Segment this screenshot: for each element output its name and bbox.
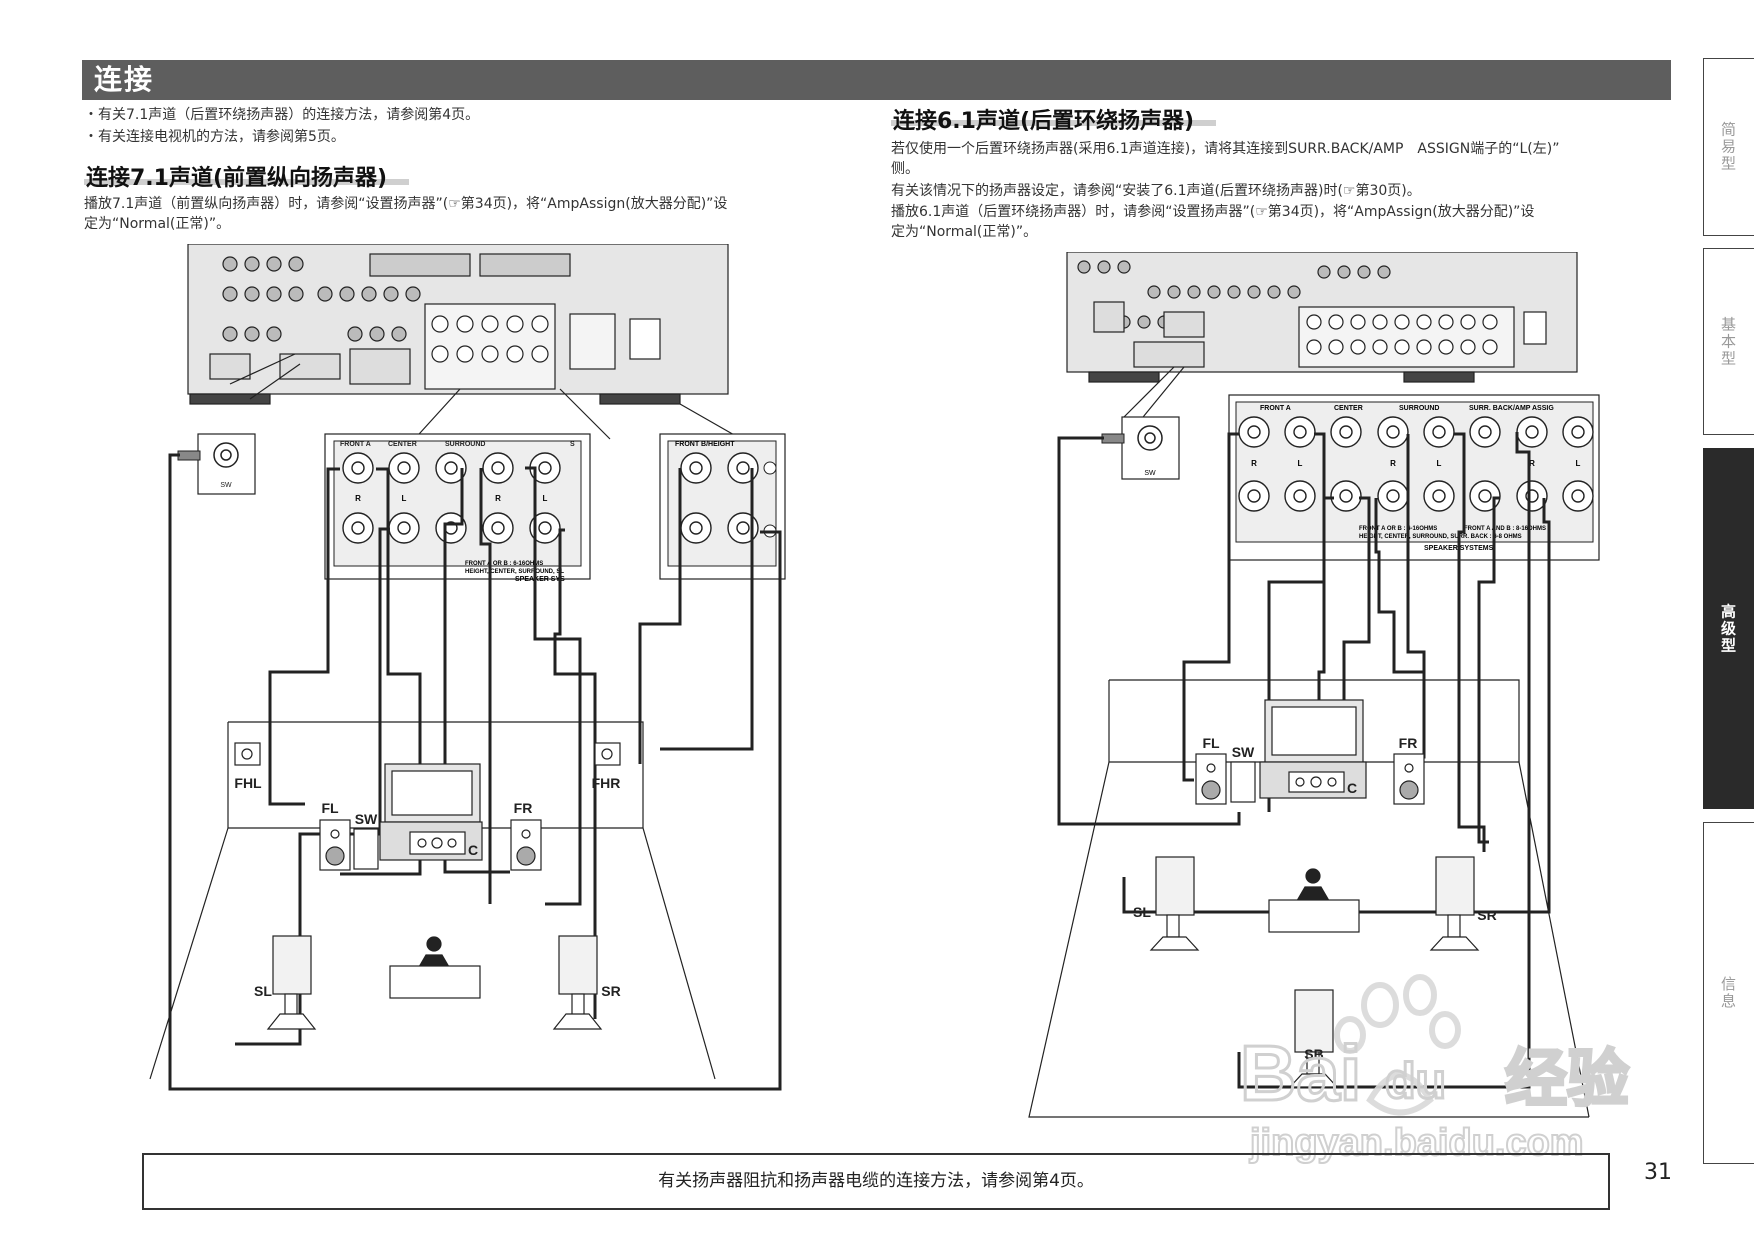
side-tab-simple[interactable]: 简易型 [1703,58,1754,236]
speaker-label-fhr: FHR [592,775,621,791]
watermark-url: jingyan.baidu.com [1249,1122,1584,1164]
page-number: 31 [1644,1160,1672,1185]
speaker-label-sl: SL [254,983,272,999]
side-tab-info[interactable]: 信息 [1703,822,1754,1164]
r-speaker-label-fl: FL [1202,735,1220,751]
right-terminal-panel: FRONT A CENTER SURROUND SURR. BACK/AMP A… [1228,394,1600,561]
left-label-surround: SURROUND [445,441,485,448]
left-sw-jack-inset: SW [177,433,256,495]
r-speaker-label-sl: SL [1133,904,1151,920]
right-label-center: CENTER [1334,405,1363,412]
left-speaker-labels: FHL FHR FL SW FR C SL SR [234,775,620,999]
left-rl-3: R [495,494,501,503]
r-speaker-label-sw: SW [1232,744,1255,760]
side-tab-label: 高级型 [1719,603,1737,654]
left-label-fronta: FRONT A [340,441,371,448]
r-speaker-label-c: C [1347,780,1357,796]
right-rl-2: L [1298,459,1303,468]
left-height-terminal-panel: FRONT B/HEIGHT [659,433,786,580]
speaker-label-fl: FL [321,800,339,816]
right-receiver-foot [1088,371,1160,383]
speaker-label-sr: SR [601,983,620,999]
left-room-outline [149,721,716,1080]
page-title: 连接 [94,63,155,96]
intro-note-2: ・有关连接电视机的方法，请参阅第5页。 [84,129,345,145]
right-spec-1b: FRONT A AND B : 8-16OHMS [1464,526,1546,532]
side-tab-label: 基本型 [1719,316,1737,367]
right-room-furniture [1149,699,1480,1088]
side-tab-label: 简易型 [1719,121,1737,173]
right-label-surrback: SURR. BACK/AMP ASSIG [1469,405,1554,412]
baidu-watermark: Bai du 经验 jingyan.baidu.com [1239,974,1631,1165]
left-heading: 连接7.1声道(前置纵向扬声器) [86,166,388,191]
side-tab-label: 信息 [1719,976,1737,1010]
r-speaker-label-fr: FR [1399,735,1418,751]
left-rl-2: L [402,494,407,503]
right-receiver-foot-2 [1403,371,1475,383]
speaker-label-sw: SW [355,811,378,827]
right-rl-1: R [1251,459,1257,468]
side-tab-advanced[interactable]: 高级型 [1703,448,1754,809]
left-heading-underline [84,179,409,185]
r-speaker-label-sr: SR [1477,907,1496,923]
right-body-1: 若仅使用一个后置环绕扬声器(采用6.1声道连接)，请将其连接到SURR.BACK… [891,141,1560,157]
right-heading: 连接6.1声道(后置环绕扬声器) [893,109,1195,134]
right-sw-jack-inset: SW [1101,416,1180,480]
right-speaker-labels: FL SW FR C SL SR SB [1133,735,1497,1062]
left-label-center: CENTER [388,441,417,448]
right-rl-6: L [1576,459,1581,468]
right-label-fronta: FRONT A [1260,405,1291,412]
footer-note-text: 有关扬声器阻抗和扬声器电缆的连接方法，请参阅第4页。 [658,1171,1094,1191]
left-label-frontb: FRONT B/HEIGHT [675,441,735,448]
left-spec-3: SPEAKER SYS [515,576,565,583]
intro-note-1: ・有关7.1声道（后置环绕扬声器）的连接方法，请参阅第4页。 [84,107,480,123]
watermark-brand: Bai [1240,1029,1361,1117]
right-body-2: 侧。 [891,161,919,177]
left-sw-jack-label: SW [220,482,232,489]
right-rl-5: R [1529,459,1535,468]
watermark-jingyan: 经验 [1505,1045,1629,1114]
speaker-label-fr: FR [514,800,533,816]
right-rl-4: L [1437,459,1442,468]
left-rl-1: R [355,494,361,503]
left-body-1: 播放7.1声道（前置纵向扬声器）时，请参阅“设置扬声器”(☞第34页)，将“Am… [84,196,728,212]
right-label-surround: SURROUND [1399,405,1439,412]
footer-note-box [142,1153,1610,1210]
r-speaker-label-sb: SB [1304,1046,1323,1062]
left-rl-4: L [543,494,548,503]
speaker-label-fhl: FHL [234,775,262,791]
left-body-2: 定为“Normal(正常)”。 [84,216,231,232]
right-heading-underline [891,120,1216,126]
left-terminal-panel: FRONT A CENTER SURROUND S R L R L FRONT … [324,433,591,583]
header-banner [82,60,1671,100]
right-sw-jack-label: SW [1144,470,1156,477]
left-spec-2: HEIGHT, CENTER, SURROUND, SL [465,569,564,575]
left-label-s: S [570,441,575,448]
left-room-furniture [234,742,621,1030]
left-wiring-diagram: SW FRONT A CENTER SURROUND S R L R L FRO… [149,244,786,1091]
right-body-3: 有关该情况下的扬声器设定，请参阅“安装了6.1声道(后置环绕扬声器)时(☞第30… [891,183,1421,199]
speaker-label-c: C [468,842,478,858]
left-spec-1: FRONT A OR B : 6-16OHMS [465,561,543,567]
right-spec-1: FRONT A OR B : 6-16OHMS [1359,526,1437,532]
right-body-5: 定为“Normal(正常)”。 [891,224,1038,240]
right-speaker-cables [1057,432,1551,1089]
watermark-du: du [1385,1053,1446,1109]
left-receiver-foot-2 [599,393,681,405]
right-body-4: 播放6.1声道（后置环绕扬声器）时，请参阅“设置扬声器”(☞第34页)，将“Am… [891,204,1535,220]
right-rl-3: R [1390,459,1396,468]
left-receiver-foot [189,393,271,405]
right-wiring-diagram: SW FRONT A CENTER SURROUND SURR. BACK/AM… [1028,252,1600,1118]
side-tab-basic[interactable]: 基本型 [1703,248,1754,435]
right-spec-2: HEIGHT, CENTER, SURROUND, SURR. BACK : 6… [1359,534,1522,540]
